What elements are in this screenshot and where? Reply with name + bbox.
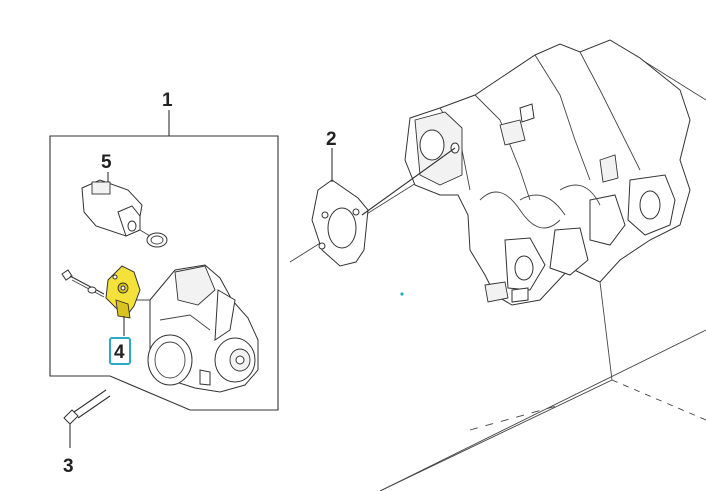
idle-air-control-valve-part-5[interactable]: [81, 172, 168, 248]
assembly-outline-1: [49, 135, 279, 411]
callout-2: 2: [326, 129, 337, 150]
throttle-body-bolt-part-3[interactable]: [63, 389, 111, 448]
intake-manifold[interactable]: [404, 39, 691, 306]
marker-dot: [400, 292, 404, 296]
leader-lines: [168, 110, 456, 216]
gasket-part-2[interactable]: [311, 148, 369, 267]
throttle-body[interactable]: [130, 264, 259, 393]
callout-4-highlight-box: [109, 337, 131, 365]
callout-1: 1: [162, 90, 173, 111]
throttle-position-sensor-part-4[interactable]: [105, 265, 141, 336]
tps-screw[interactable]: [61, 269, 105, 298]
callout-4[interactable]: 4: [114, 342, 125, 363]
callout-3: 3: [63, 456, 74, 477]
callout-5: 5: [101, 152, 112, 173]
